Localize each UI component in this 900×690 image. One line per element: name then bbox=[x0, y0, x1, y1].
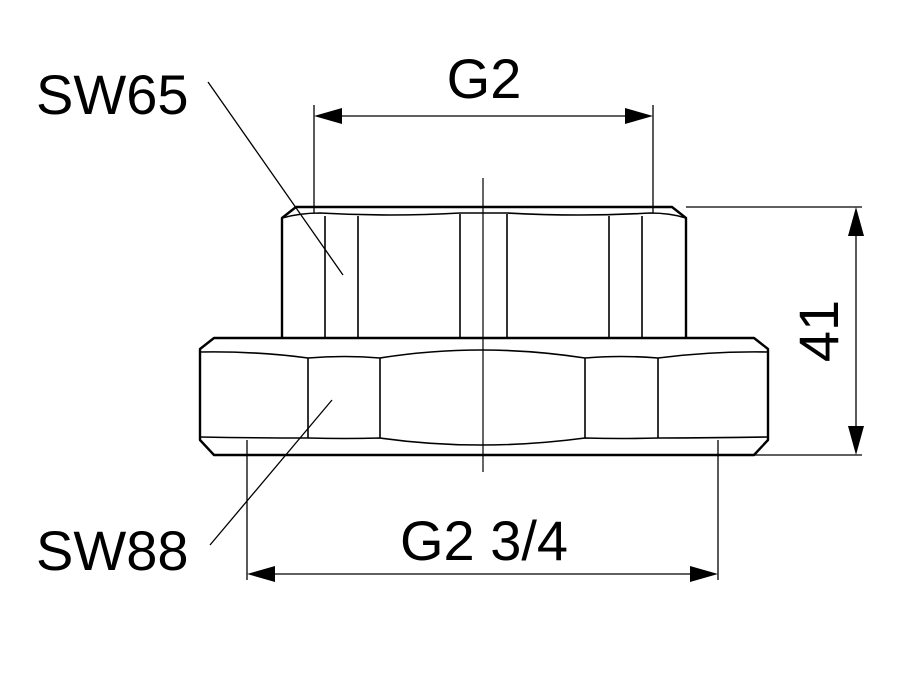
upper-hex-label: SW65 bbox=[36, 63, 189, 126]
lower-hex-section bbox=[198, 336, 770, 457]
lower-hex-leader bbox=[209, 399, 333, 546]
upper-hex-section bbox=[280, 205, 688, 338]
height-dimension bbox=[686, 206, 864, 456]
height-label: 41 bbox=[787, 300, 850, 362]
top-dimension bbox=[313, 105, 654, 213]
bottom-dimension bbox=[246, 440, 719, 582]
upper-hex-leader bbox=[207, 81, 344, 276]
top-width-label: G2 bbox=[447, 47, 522, 110]
lower-hex-label: SW88 bbox=[36, 519, 189, 582]
bottom-width-label: G2 3/4 bbox=[400, 509, 568, 572]
